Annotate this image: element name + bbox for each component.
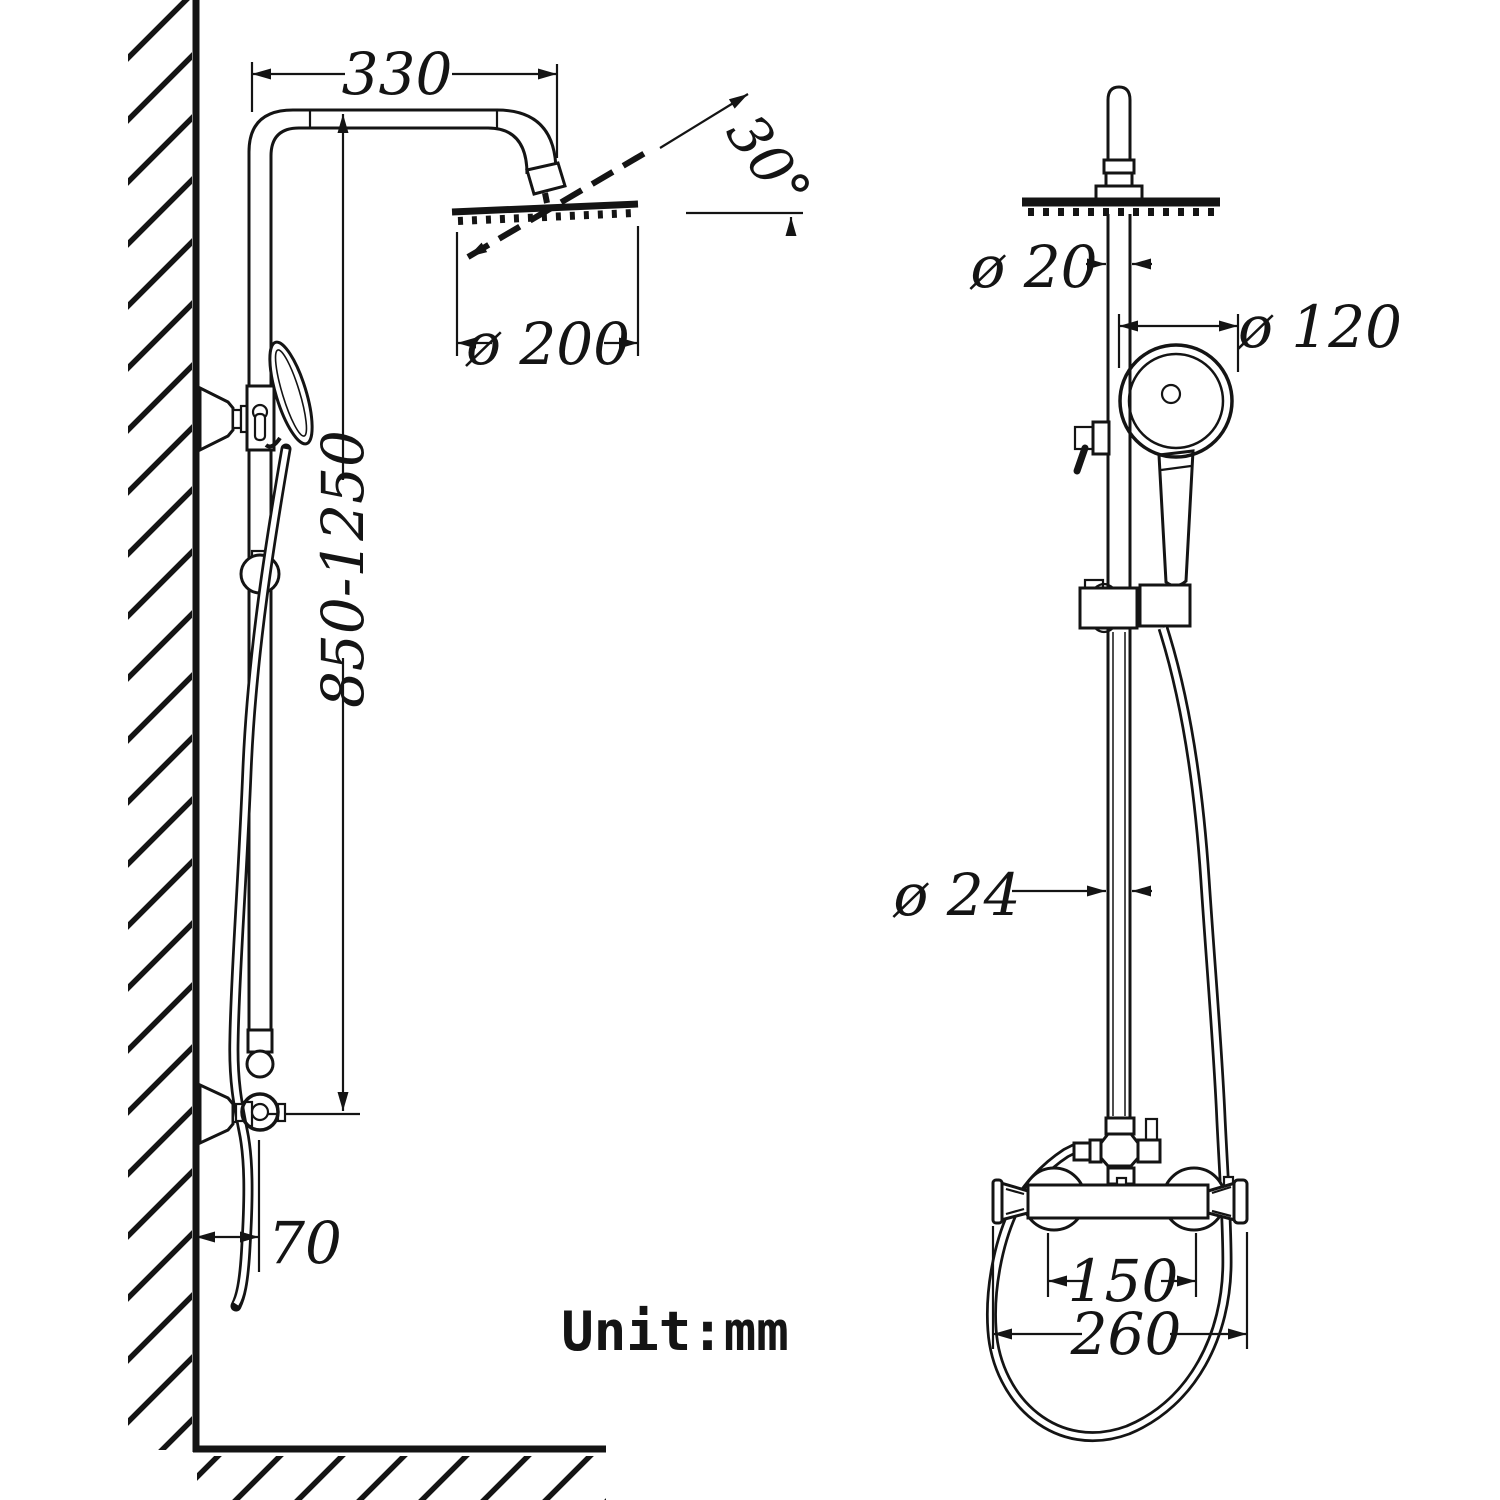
hand-shower-front xyxy=(1073,343,1234,588)
upper-wall-bracket xyxy=(198,340,314,453)
tilt-angle-label: 30° xyxy=(713,103,823,222)
left-side-view: 30° 330 ø 200 850-1250 xyxy=(128,0,823,1500)
dim-rail-diameter: ø 24 xyxy=(892,861,1152,929)
wall-offset-label: 70 xyxy=(268,1209,342,1277)
inlet-spacing-label: 150 xyxy=(1068,1247,1179,1315)
riser-pipe-front xyxy=(1094,85,1144,1120)
shower-hose-front xyxy=(985,626,1233,1443)
dim-hand-shower-diameter: ø 120 xyxy=(1117,293,1402,372)
rain-head-nozzles xyxy=(457,209,635,225)
diverter-handle xyxy=(1144,1117,1159,1143)
rain-head-side xyxy=(451,150,647,260)
dim-bar-height: 850-1250 xyxy=(262,114,377,1116)
lower-supply-valve xyxy=(234,1049,287,1132)
dim-tilt-angle: 30° xyxy=(659,93,823,236)
rain-head-front xyxy=(1022,197,1220,216)
riser-pipe-side xyxy=(247,158,273,1032)
dim-head-diameter: ø 200 xyxy=(455,226,640,378)
wall-hatching xyxy=(128,0,192,1450)
diverter-body xyxy=(1099,1132,1140,1168)
hand-shower-handle xyxy=(1157,449,1195,588)
pipe-top-cap xyxy=(1106,85,1132,162)
shower-hose-side xyxy=(228,443,292,1312)
hose-outlet-fitting xyxy=(1072,1141,1092,1162)
rail-holder xyxy=(1078,578,1192,634)
bracket-lever xyxy=(1073,444,1089,475)
dim-overall-width: 260 xyxy=(991,1226,1249,1368)
mixer-bar xyxy=(1026,1183,1210,1220)
shower-arm-side xyxy=(247,108,567,204)
head-diameter-label: ø 200 xyxy=(465,310,630,378)
rail-diameter-label: ø 24 xyxy=(892,861,1020,929)
thermostatic-mixer xyxy=(991,1166,1249,1232)
dim-wall-offset: 70 xyxy=(196,1140,342,1277)
floor-hatching xyxy=(197,1456,606,1500)
dim-pipe-diameter: ø 20 xyxy=(969,233,1152,301)
overall-width-label: 260 xyxy=(1070,1300,1182,1368)
hand-shower-profile xyxy=(268,340,314,446)
arm-length-label: 330 xyxy=(342,40,453,108)
diverter-assembly xyxy=(1072,1116,1162,1188)
front-view: ø 20 ø 120 xyxy=(892,85,1402,1443)
dim-inlet-spacing: 150 xyxy=(1046,1233,1198,1315)
unit-note: Unit:mm xyxy=(561,1300,789,1363)
bar-height-label: 850-1250 xyxy=(309,430,377,708)
hose-hook xyxy=(264,436,282,449)
head-connector xyxy=(525,161,567,196)
rail-clamp-upper xyxy=(245,384,276,452)
left-mixer-knob xyxy=(999,1180,1030,1222)
riser-bottom-fitting xyxy=(246,1028,274,1054)
pipe-diameter-label: ø 20 xyxy=(969,233,1097,301)
hand-shower-diameter-label: ø 120 xyxy=(1237,293,1402,361)
dim-arm-length: 330 xyxy=(250,40,559,158)
hand-shower-face xyxy=(1118,343,1234,459)
wall-cone-upper xyxy=(198,385,235,453)
wall-cone-lower xyxy=(198,1082,235,1146)
